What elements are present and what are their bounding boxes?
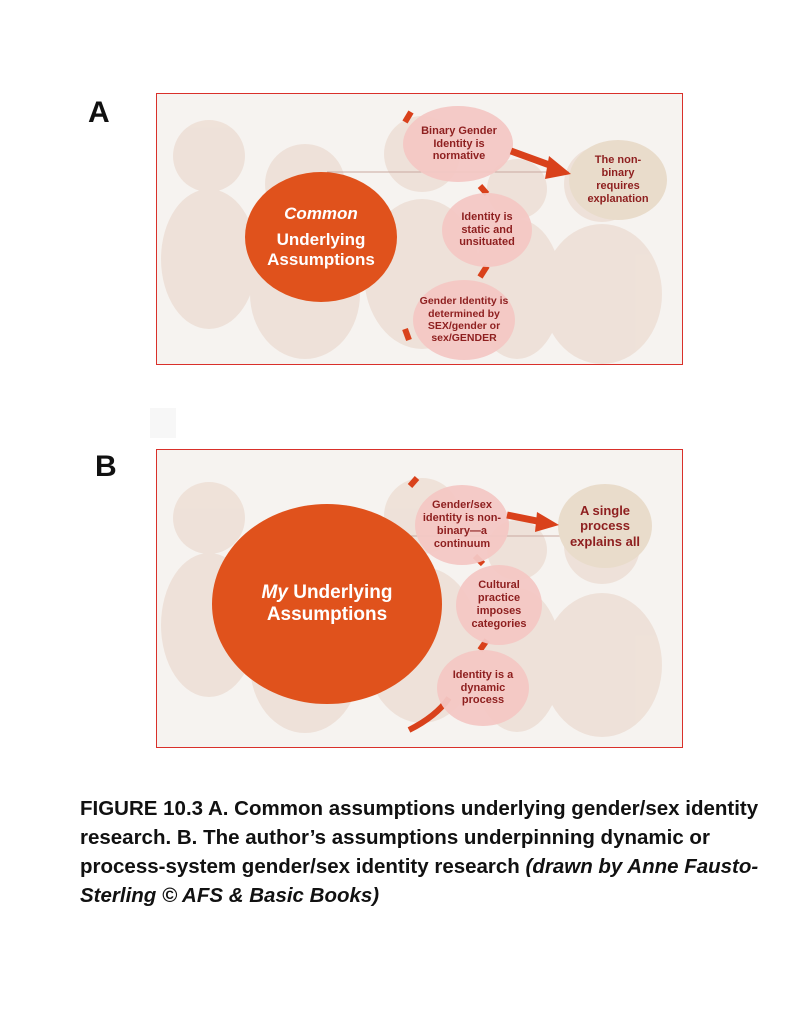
caption-credit: (drawn by Anne Fausto-Sterling © AFS & B… xyxy=(80,855,759,907)
bubble-1-b: Gender/sex identity is non-binary—a cont… xyxy=(422,499,502,550)
main-text-b: Underlying Assumptions xyxy=(266,582,393,625)
bubble-3-shape xyxy=(437,650,529,726)
bubble-2-a: Identity is static and unsituated xyxy=(459,210,515,249)
main-italic-a: Common xyxy=(284,204,358,223)
bubble-1-a: Binary Gender Identity is normative xyxy=(421,124,497,163)
arrow xyxy=(506,511,559,532)
main-ellipse xyxy=(245,172,397,302)
arc-dashes xyxy=(402,110,490,342)
main-label-b: My Underlying Assumptions xyxy=(212,562,442,646)
main-line-b: My Underlying Assumptions xyxy=(212,582,442,626)
bubble-3-b: Identity is a dynamic process xyxy=(452,668,514,707)
result-bubble-shape xyxy=(569,140,667,220)
bubble-3-shape xyxy=(413,280,515,360)
main-label-a: Common Underlying Assumptions xyxy=(245,172,397,302)
bubble-3-a: Gender Identity is determined by SEX/gen… xyxy=(419,295,509,345)
figure-caption: FIGURE 10.3 A. Common assumptions underl… xyxy=(80,794,785,910)
faint-square xyxy=(150,408,176,438)
arrow xyxy=(509,147,571,179)
bubble-2-b: Cultural practice imposes categories xyxy=(471,579,527,630)
bubble-1-shape xyxy=(403,106,513,182)
panel-b-frame: My Underlying Assumptions Gender/sex ide… xyxy=(156,449,683,748)
main-ellipse xyxy=(212,504,442,704)
result-b: A single process explains all xyxy=(569,503,641,549)
bubble-1-shape xyxy=(415,485,509,565)
panel-a-letter: A xyxy=(88,96,110,129)
panel-a-frame: Common Underlying Assumptions Binary Gen… xyxy=(156,93,683,365)
panel-b-diagram xyxy=(161,476,662,737)
panel-b-letter: B xyxy=(95,450,117,483)
panel-a-diagram xyxy=(161,106,667,364)
bubble-2-shape xyxy=(456,565,542,645)
caption-main: FIGURE 10.3 A. Common assumptions underl… xyxy=(80,797,759,878)
main-text-a: Underlying Assumptions xyxy=(267,230,375,269)
bubble-2-shape xyxy=(442,193,532,267)
main-italic-b: My xyxy=(261,582,288,603)
result-bubble-shape xyxy=(558,484,652,568)
result-a: The non-binary requires explanation xyxy=(587,154,649,205)
